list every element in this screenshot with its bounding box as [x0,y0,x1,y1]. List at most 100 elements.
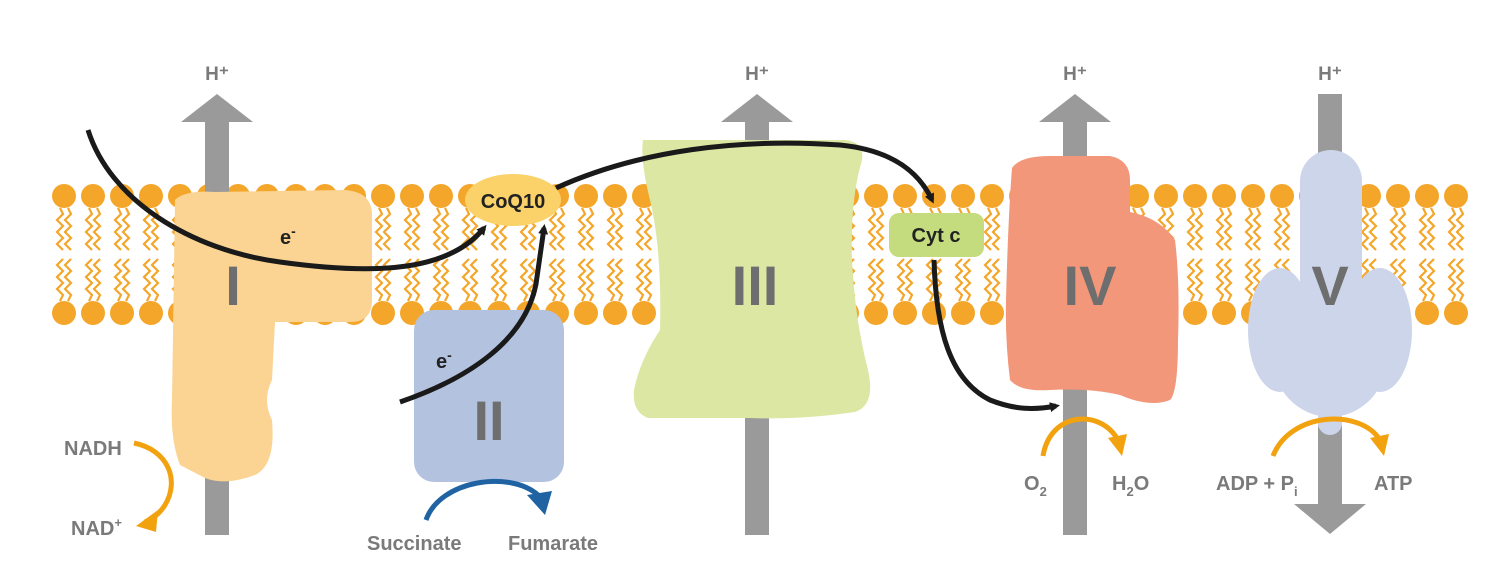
lipid-head [632,301,656,325]
succinate-reaction-arrowhead [527,491,552,515]
lipid-tail [1194,258,1204,302]
lipid-tail [411,207,421,251]
complex-i [171,190,372,482]
lipid-tail [1426,207,1436,251]
lipid-head [1183,301,1207,325]
nadh-label: NADH [64,438,122,460]
lipid-tail [1455,258,1465,302]
lipid-head [52,301,76,325]
lipid-tail [585,258,595,302]
lipid-tail [1186,258,1196,302]
electron-label-1: e- [280,223,296,249]
lipid-head [400,184,424,208]
h2o-label: H2O [1112,473,1149,499]
lipid-tail [867,258,877,302]
lipid-head [574,301,598,325]
lipid-head [1357,184,1381,208]
lipid-tail [577,207,587,251]
complex-iii [633,140,871,419]
lipid-tail [461,258,471,302]
lipid-tail [875,258,885,302]
succinate-label: Succinate [367,533,461,555]
atp-reaction-arrowhead [1370,434,1389,456]
atp-label: ATP [1374,473,1413,495]
lipid-head [1183,184,1207,208]
lipid-tail [63,258,73,302]
lipid-tail [55,207,65,251]
lipid-tail [983,258,993,302]
lipid-tail [432,207,442,251]
lipid-tail [461,207,471,251]
lipid-tail [519,258,529,302]
lipid-head [1386,184,1410,208]
lipid-head [603,301,627,325]
lipid-head [371,184,395,208]
lipid-tail [991,258,1001,302]
lipid-tail [1455,207,1465,251]
lipid-tail [1194,207,1204,251]
lipid-tail [92,207,102,251]
lipid-head [81,184,105,208]
lipid-tail [1273,207,1283,251]
lipid-tail [1418,258,1428,302]
lipid-head [52,184,76,208]
complex-i-label: I [225,254,241,317]
lipid-tail [374,258,384,302]
lipid-tail [643,207,653,251]
complex-v [1248,150,1412,435]
coq10-carrier [465,174,561,226]
complex-ii [414,310,564,482]
lipid-tail [113,258,123,302]
lipid-tail [142,258,152,302]
lipid-tail [962,258,972,302]
lipid-tail [614,207,624,251]
lipid-tail [121,207,131,251]
lipid-tail [1418,207,1428,251]
lipid-tail [382,258,392,302]
lipid-tail [142,207,152,251]
lipid-head [603,184,627,208]
atp-reaction-arrow [1270,416,1383,458]
lipid-head [371,301,395,325]
lipid-head [139,301,163,325]
complex-iv-label: IV [1064,254,1117,317]
lipid-tail [556,258,566,302]
lipid-tail [875,207,885,251]
lipid-head [980,184,1004,208]
lipid-tail [113,207,123,251]
lipid-tail [577,258,587,302]
lipid-head [951,184,975,208]
nad-label: NAD+ [71,515,122,540]
lipid-tail [84,207,94,251]
lipid-tail [1215,207,1225,251]
lipid-tail [403,207,413,251]
lipid-tail [469,258,479,302]
lipid-tail [614,258,624,302]
lipid-tail [643,258,653,302]
lipid-tail [983,207,993,251]
lipid-head [893,301,917,325]
lipid-tail [635,258,645,302]
lipid-tail [1281,207,1291,251]
proton-label-5: H⁺ [1318,64,1342,85]
lipid-tail [498,258,508,302]
lipid-head [980,301,1004,325]
electron-path-succinate-to-coq10 [399,224,549,405]
lipid-tail [548,207,558,251]
lipid-tail [1215,258,1225,302]
lipid-head [864,301,888,325]
lipid-head [139,184,163,208]
lipid-tail [954,258,964,302]
lipid-tail [382,207,392,251]
lipid-tail [1223,207,1233,251]
lipid-tail [63,207,73,251]
lipid-head [81,301,105,325]
oxygen-reaction-arrow [1040,416,1121,457]
lipid-head [1125,184,1149,208]
lipid-head [1154,184,1178,208]
lipid-head [1212,301,1236,325]
electron-path-cytc-to-complex-iv [931,259,1060,413]
lipid-tail [1389,207,1399,251]
lipid-tail [1368,207,1378,251]
